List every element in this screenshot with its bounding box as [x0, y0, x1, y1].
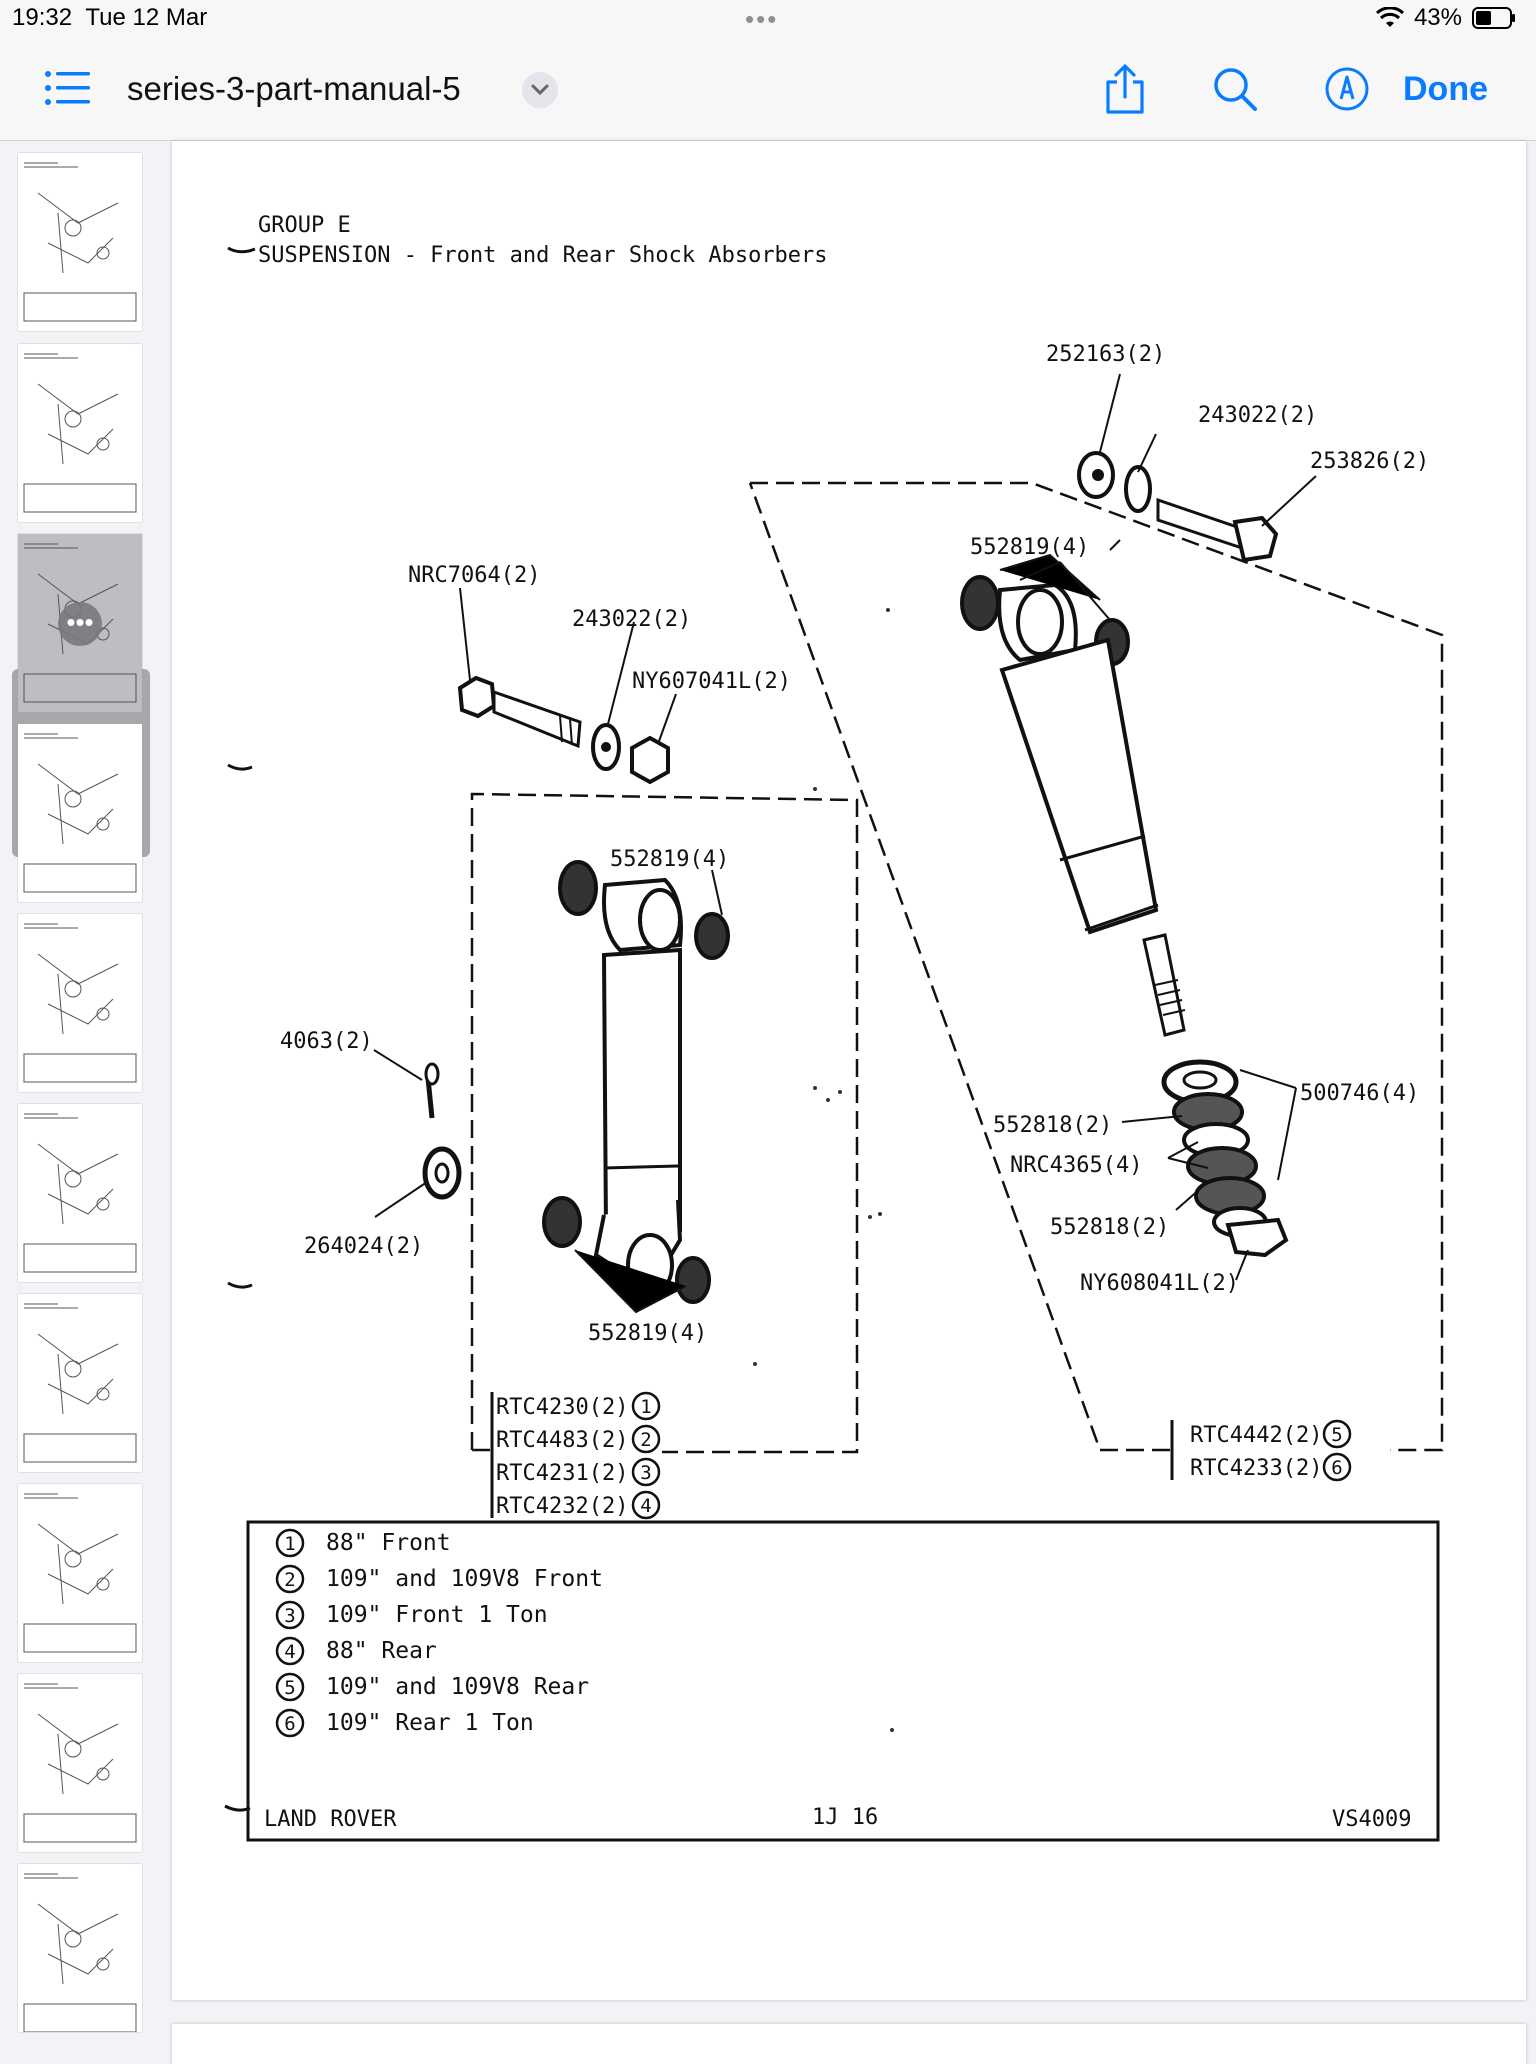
kit-part-number: RTC4230(2) — [496, 1395, 628, 1420]
callout-nrc7064: NRC7064(2) — [408, 563, 540, 588]
battery-icon — [1472, 7, 1515, 29]
legend-ref-circle — [275, 1528, 305, 1558]
footer-right: VS4009 — [1332, 1807, 1411, 1832]
legend-ref-circle — [275, 1564, 305, 1594]
legend-ref-number: 3 — [284, 1605, 295, 1627]
page-thumbnail[interactable] — [18, 1294, 142, 1472]
kit-part-number: RTC4232(2) — [496, 1494, 628, 1519]
toolbar: series-3-part-manual-5 Done — [0, 40, 1536, 141]
legend-ref-number: 2 — [284, 1569, 295, 1591]
callout-nrc4365: NRC4365(4) — [1010, 1153, 1142, 1178]
callout-252163: 252163(2) — [1046, 342, 1165, 367]
status-time: 19:32 Tue 12 Mar — [12, 4, 207, 32]
done-button[interactable]: Done — [1403, 70, 1488, 108]
legend-text: 109" and 109V8 Front — [326, 1566, 603, 1592]
legend-ref-number: 1 — [284, 1533, 295, 1555]
kit-ref-circle — [1322, 1419, 1352, 1449]
kit-ref-circle — [631, 1457, 661, 1487]
search-icon[interactable] — [1212, 66, 1258, 112]
callout-253826: 253826(2) — [1310, 449, 1429, 474]
battery-percent: 43% — [1413, 4, 1462, 31]
more-options-icon[interactable]: ••• — [58, 602, 102, 646]
page-thumbnail[interactable] — [18, 724, 142, 902]
page-thumbnail[interactable] — [18, 1674, 142, 1852]
kit-part-number: RTC4233(2) — [1190, 1456, 1322, 1481]
page-thumbnail[interactable] — [18, 1484, 142, 1662]
parts-diagram: GROUP E SUSPENSION - Front and Rear Shoc… — [224, 213, 1444, 1842]
kit-part-number: RTC4442(2) — [1190, 1423, 1322, 1448]
footer-center: 1J 16 — [812, 1805, 878, 1830]
callout-ny608041l: NY608041L(2) — [1080, 1271, 1239, 1296]
page-thumbnail[interactable] — [18, 1864, 142, 2032]
legend-text: 109" and 109V8 Rear — [326, 1674, 589, 1700]
page-thumbnail[interactable] — [18, 914, 142, 1092]
list-icon[interactable] — [44, 70, 90, 106]
legend-ref-circle — [275, 1636, 305, 1666]
callout-243022-rear: 243022(2) — [1198, 403, 1317, 428]
footer-left: LAND ROVER — [264, 1807, 397, 1832]
legend-ref-number: 5 — [284, 1677, 295, 1699]
callout-552818-lower: 552818(2) — [1050, 1215, 1169, 1240]
legend-ref-circle — [275, 1672, 305, 1702]
section-heading: SUSPENSION - Front and Rear Shock Absorb… — [258, 243, 828, 268]
kit-part-number: RTC4483(2) — [496, 1428, 628, 1453]
callout-552818-upper: 552818(2) — [993, 1113, 1112, 1138]
legend-text: 109" Front 1 Ton — [326, 1602, 548, 1628]
chevron-down-icon — [531, 84, 549, 96]
markup-icon[interactable] — [1324, 66, 1370, 112]
kit-ref-number: 6 — [1331, 1457, 1342, 1479]
kit-ref-number: 1 — [640, 1396, 651, 1418]
legend-ref-circle — [275, 1708, 305, 1738]
next-document-page — [172, 2024, 1526, 2064]
callout-4063: 4063(2) — [280, 1029, 373, 1054]
document-page: GROUP E SUSPENSION - Front and Rear Shoc… — [172, 141, 1526, 2000]
page-thumbnail[interactable] — [18, 153, 142, 331]
document-title[interactable]: series-3-part-manual-5 — [127, 70, 461, 107]
date: Tue 12 Mar — [85, 4, 208, 31]
status-indicators: 43% — [1375, 4, 1516, 32]
wifi-icon — [1375, 7, 1404, 27]
legend-ref-number: 4 — [284, 1641, 295, 1663]
callout-243022-front: 243022(2) — [572, 607, 691, 632]
callout-552819-front-top: 552819(4) — [610, 847, 729, 872]
kit-ref-number: 4 — [640, 1495, 651, 1517]
callout-500746: 500746(4) — [1300, 1081, 1419, 1106]
page-thumbnail[interactable] — [18, 344, 142, 522]
page-thumbnail[interactable] — [18, 1104, 142, 1282]
kit-ref-circle — [1322, 1452, 1352, 1482]
multitasking-dots-icon[interactable]: ••• — [745, 4, 779, 34]
kit-ref-circle — [631, 1424, 661, 1454]
clock: 19:32 — [12, 4, 73, 31]
title-menu-button[interactable] — [522, 72, 558, 108]
kit-ref-circle — [631, 1391, 661, 1421]
legend-ref-circle — [275, 1600, 305, 1630]
callout-ny607041l: NY607041L(2) — [632, 669, 791, 694]
legend-ref-number: 6 — [284, 1713, 295, 1735]
share-icon[interactable] — [1104, 64, 1146, 114]
page-thumbnail[interactable] — [18, 534, 142, 712]
callout-264024: 264024(2) — [304, 1234, 423, 1259]
kit-part-number: RTC4231(2) — [496, 1461, 628, 1486]
callout-552819-rear-top: 552819(4) — [970, 535, 1089, 560]
kit-ref-number: 5 — [1331, 1424, 1342, 1446]
status-bar: 19:32 Tue 12 Mar ••• 43% — [0, 0, 1536, 40]
kit-ref-number: 2 — [640, 1429, 651, 1451]
legend-text: 88" Front — [326, 1530, 451, 1556]
legend-text: 109" Rear 1 Ton — [326, 1710, 534, 1736]
group-label: GROUP E — [258, 213, 351, 238]
legend-text: 88" Rear — [326, 1638, 437, 1664]
callout-552819-front-bottom: 552819(4) — [588, 1321, 707, 1346]
kit-ref-circle — [631, 1490, 661, 1520]
kit-ref-number: 3 — [640, 1462, 651, 1484]
